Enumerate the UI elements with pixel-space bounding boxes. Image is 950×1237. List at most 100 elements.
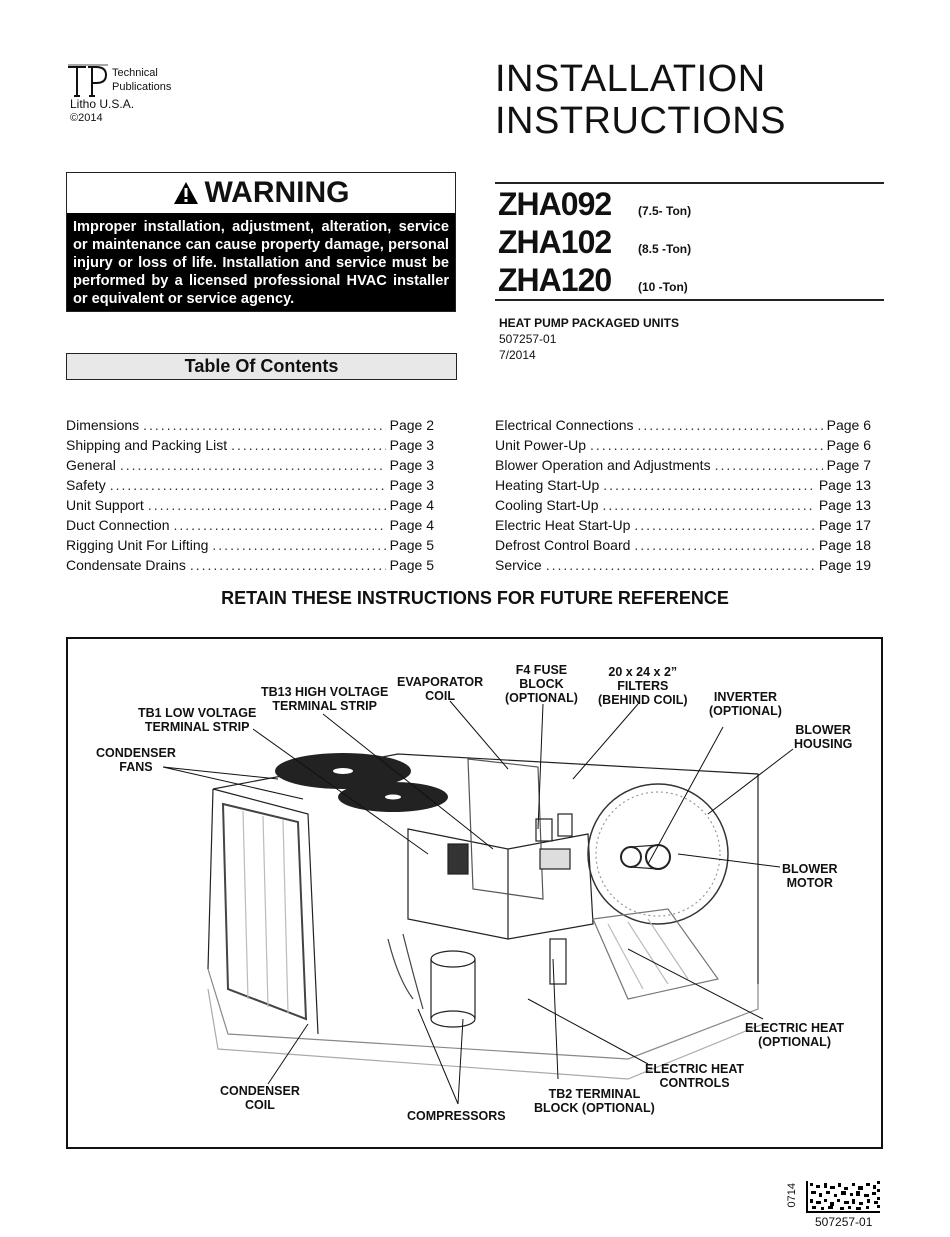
leader-condenser-fans [162,766,304,800]
toc-item-page: Page 2 [389,417,434,433]
toc-leader [638,417,823,433]
unit-info: HEAT PUMP PACKAGED UNITS 507257-01 7/201… [499,315,679,363]
toc-item[interactable]: Heating Start-Up Page 13 [495,477,871,497]
toc-item[interactable]: Shipping and Packing ListPage 3 [66,437,434,457]
base-rail-lower [207,988,764,1080]
toc-leader [603,477,815,493]
toc-heading: Table Of Contents [66,353,457,380]
refrigerant-lines [387,933,424,1010]
toc-item[interactable]: Unit Power-Up Page 6 [495,437,871,457]
toc-item-page: Page 17 [818,517,871,533]
leader-tb1 [252,728,429,855]
toc-item[interactable]: Unit SupportPage 4 [66,497,434,517]
toc-item[interactable]: Blower Operation and AdjustmentsPage 7 [495,457,871,477]
compressor-top [430,950,476,968]
toc-item-page: Page 13 [818,497,871,513]
toc-item[interactable]: Electrical ConnectionsPage 6 [495,417,871,437]
model-name: ZHA120 [498,262,612,298]
toc-item-label: Electric Heat Start-Up [495,517,631,533]
toc-leader [634,537,814,553]
cabinet-top-edge [212,753,759,984]
toc-item-label: Condensate Drains [66,557,186,573]
retain-notice: RETAIN THESE INSTRUCTIONS FOR FUTURE REF… [221,588,729,608]
toc-item-label: Heating Start-Up [495,477,600,493]
toc-leader [546,557,815,573]
leader-compressors [417,1008,464,1105]
toc-leader [634,517,814,533]
toc-item[interactable]: SafetyPage 3 [66,477,434,497]
inverter-box [539,848,571,870]
leader-blower-motor [677,853,781,868]
model-name: ZHA092 [498,186,612,222]
leader-tb13 [322,713,494,850]
toc-leader [120,457,386,473]
toc-item-page: Page 13 [818,477,871,493]
toc-item[interactable]: Electric Heat Start-Up Page 17 [495,517,871,537]
label-compressors: COMPRESSORS [407,1109,506,1123]
model-tonnage: (8.5 -Ton) [638,242,692,256]
toc-item-page: Page 5 [389,537,434,553]
unit-type: HEAT PUMP PACKAGED UNITS [499,316,680,330]
toc-leader [590,437,823,453]
toc-item-page: Page 5 [389,557,434,573]
toc-item-page: Page 3 [389,477,434,493]
technical-publications-logo [68,64,108,97]
toc-leader [190,557,386,573]
leader-inverter [647,726,724,865]
doc-date: 7/2014 [499,348,536,362]
toc-item[interactable]: Dimensions Page 2 [66,417,434,437]
title-line-1: INSTALLATION [495,58,766,100]
toc-item[interactable]: ServicePage 19 [495,557,871,577]
compressor-body [430,959,476,1019]
electric-heat-element [592,908,720,1000]
toc-item[interactable]: GeneralPage 3 [66,457,434,477]
f4-fuse-block [535,818,553,842]
toc-item-page: Page 6 [826,437,871,453]
leader-electric-heat [627,948,764,1020]
toc-leader [110,477,386,493]
toc-leader [148,497,386,513]
toc-leader [603,497,815,513]
leader-tb2 [552,958,559,1080]
label-electric-heat: ELECTRIC HEAT(OPTIONAL) [745,1021,845,1049]
motor-pulley [620,846,642,868]
toc-item-label: Cooling Start-Up [495,497,599,513]
copyright-text: ©2014 [70,112,103,124]
toc-item-label: Duct Connection [66,517,170,533]
toc-item-label: Dimensions [66,417,140,433]
toc-item-label: Unit Power-Up [495,437,587,453]
toc-leader [174,517,386,533]
toc-item-page: Page 19 [818,557,871,573]
publisher-line-1: Technical [112,67,158,79]
toc-item[interactable]: Defrost Control BoardPage 18 [495,537,871,557]
datamatrix-barcode [806,1181,880,1213]
print-code: 0714 [786,1183,798,1208]
model-top-rule [495,182,884,184]
model-row-1: ZHA092 (7.5- Ton) [498,186,691,223]
document-title: INSTALLATION INSTRUCTIONS [495,58,786,142]
toc-left-column: Dimensions Page 2 Shipping and Packing Li… [66,417,434,577]
condenser-coil-panel [221,802,308,1021]
leader-f4-fuse [537,703,544,830]
warning-box: WARNING Improper installation, adjustmen… [66,172,456,312]
model-tonnage: (7.5- Ton) [638,204,692,218]
toc-item[interactable]: Duct ConnectionPage 4 [66,517,434,537]
warning-body: Improper installation, adjustment, alter… [67,213,455,311]
toc-leader [143,417,385,433]
evaporator-coil [467,758,544,900]
leader-filters [572,703,639,780]
toc-item[interactable]: Condensate Drains Page 5 [66,557,434,577]
toc-leader [231,437,386,453]
leader-lines [162,700,794,1105]
tb1-strip [447,843,469,875]
blower-wheel [595,791,721,917]
base-rail [207,968,759,1060]
toc-item[interactable]: Cooling Start-Up Page 13 [495,497,871,517]
toc-item[interactable]: Rigging Unit For LiftingPage 5 [66,537,434,557]
model-tonnage: (10 -Ton) [638,280,688,294]
